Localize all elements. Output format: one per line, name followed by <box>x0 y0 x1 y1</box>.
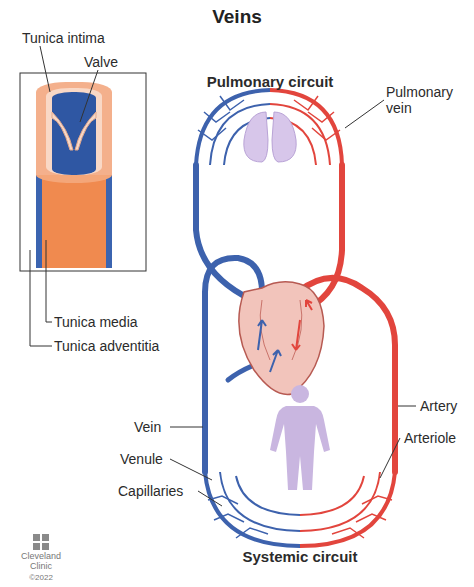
capillary-vessel <box>270 104 330 165</box>
leader-line <box>345 100 384 128</box>
part-label: Vein <box>134 419 161 435</box>
logo-square <box>33 543 40 550</box>
circuit-heading: Systemic circuit <box>200 549 400 565</box>
circuit-heading: Pulmonary circuit <box>200 74 340 90</box>
part-label: Tunica media <box>54 314 138 330</box>
leader-line <box>398 406 416 407</box>
logo-text: Cleveland Clinic <box>16 551 66 571</box>
figure-body <box>270 406 330 490</box>
leader-line <box>30 250 52 346</box>
inferior-vena-cava <box>228 366 252 380</box>
part-label: Capillaries <box>118 483 183 499</box>
inset-frame <box>20 73 146 271</box>
human-figure <box>270 385 330 490</box>
vein-wall-inset <box>20 46 146 346</box>
tunica-adventitia <box>36 175 112 268</box>
leader-line <box>170 459 212 480</box>
logo-square <box>33 534 40 541</box>
lungs <box>244 112 296 162</box>
capillary-vessel <box>294 96 340 140</box>
pulmonary-capillaries <box>196 90 342 165</box>
heart-outline <box>239 282 324 395</box>
part-label: Arteriole <box>404 430 456 446</box>
part-label: Artery <box>420 398 457 414</box>
logo-square <box>42 534 49 541</box>
logo-mark <box>33 534 49 550</box>
part-label: Venule <box>120 451 163 467</box>
tunica-media <box>42 175 106 268</box>
capillary-vessel <box>198 96 244 140</box>
flow-arrow <box>292 320 300 350</box>
capillary-vessel <box>300 476 364 515</box>
pulmonary-vein <box>308 165 342 308</box>
leader-line <box>170 427 203 428</box>
copyright-note: ©2022 <box>16 573 66 583</box>
lung <box>244 112 268 162</box>
part-label: Valve <box>84 54 118 70</box>
part-label: Tunica adventitia <box>54 338 159 354</box>
leader-line <box>198 491 222 506</box>
leader-line <box>46 240 52 322</box>
leader-line <box>80 70 98 122</box>
capillary-vessel <box>270 90 342 165</box>
capillary-vessel <box>236 476 300 515</box>
part-label: Tunica intima <box>22 30 105 46</box>
capillary-vessel <box>196 90 270 165</box>
flow-arrow <box>258 320 266 350</box>
capillary-vessel <box>332 496 392 538</box>
diagram-title: Veins <box>0 6 474 28</box>
tunica-intima <box>46 88 102 175</box>
leader-line <box>380 438 400 478</box>
valve-cusp <box>75 112 96 150</box>
capillary-vessel <box>300 472 395 546</box>
leader-lines <box>170 100 416 506</box>
valve-cusp <box>52 112 73 150</box>
lung <box>272 112 296 162</box>
leader-line <box>40 46 50 92</box>
capillary-vessel <box>205 472 300 546</box>
flow-arrow <box>306 300 312 310</box>
part-label: Pulmonary vein <box>386 84 466 116</box>
vessel-lumen <box>52 92 96 175</box>
vessel-cut-wall <box>36 82 112 175</box>
heart <box>239 282 324 395</box>
logo-square <box>42 543 49 550</box>
systemic-capillaries <box>205 472 395 546</box>
flow-arrow <box>270 350 281 372</box>
figure-head <box>291 385 309 403</box>
heart-chamber <box>260 300 302 360</box>
